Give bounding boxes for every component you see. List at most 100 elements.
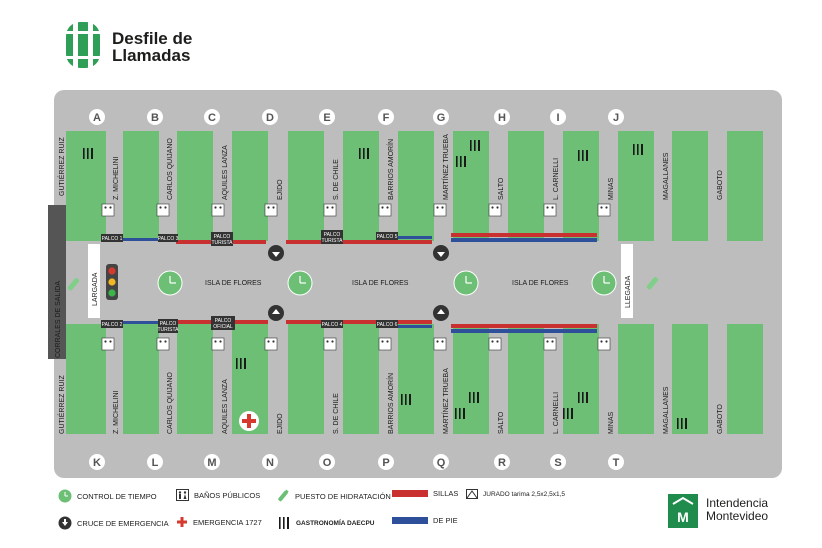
cutlery-icon xyxy=(363,148,365,159)
letter-circle xyxy=(147,109,163,125)
letter-circle xyxy=(550,454,566,470)
restroom-glyph xyxy=(214,206,217,209)
arrow-shape xyxy=(437,309,445,314)
street-name-bottom: AQUILES LANZA xyxy=(222,379,229,434)
palco-label: OFICIAL xyxy=(213,324,233,330)
cutlery-icon xyxy=(359,148,361,159)
street-name-top: BARRIOS AMORÍN xyxy=(386,139,395,200)
street-name-top: AQUILES LANZA xyxy=(222,145,229,200)
street-name-top: SALTO xyxy=(498,177,505,200)
cutlery-icon xyxy=(578,150,580,161)
legend-gastronomia-label: GASTRONOMÍA DAECPU xyxy=(296,519,375,527)
restroom-icon xyxy=(101,337,115,351)
restroom-icon xyxy=(597,337,611,351)
letter-circle xyxy=(494,454,510,470)
city-block xyxy=(453,324,489,434)
restroom-glyph xyxy=(496,206,499,209)
legend-emergencia: EMERGENCIA 1727 xyxy=(176,516,262,528)
zone-letter: F xyxy=(383,112,390,124)
depie-bar xyxy=(451,238,597,242)
palco-label: PALCO xyxy=(215,318,232,324)
restroom-glyph xyxy=(159,206,162,209)
cutlery-icon xyxy=(681,418,683,429)
cutlery-icon xyxy=(567,408,569,419)
legend-jurado: JURADO tarima 2,5x2,5x1,5 xyxy=(466,489,565,499)
letter-circle xyxy=(378,454,394,470)
letter-circle xyxy=(204,454,220,470)
restroom-glyph xyxy=(331,206,334,209)
sillas-bar xyxy=(451,233,597,237)
city-block xyxy=(672,324,708,434)
palco-label: TURISTA xyxy=(157,327,179,333)
zone-letter: S xyxy=(554,457,561,469)
llegada-box xyxy=(621,244,633,318)
letter-circle xyxy=(319,454,335,470)
clock-icon xyxy=(58,489,72,503)
zone-letter: G xyxy=(437,112,446,124)
letter-circle xyxy=(433,454,449,470)
restroom-glyph xyxy=(109,206,112,209)
restroom-icon xyxy=(211,337,225,351)
letter-circle xyxy=(494,109,510,125)
cutlery-icon xyxy=(469,392,471,403)
palco-label: TURISTA xyxy=(211,240,233,246)
cutlery-icon xyxy=(586,150,588,161)
cutlery-icon xyxy=(367,148,369,159)
zone-letter: I xyxy=(556,112,559,124)
zone-letter: O xyxy=(323,457,332,469)
street-name-bottom: Z. MICHELINI xyxy=(113,390,120,434)
city-block xyxy=(398,324,434,434)
corrales-label: CORRALES DE SALIDA xyxy=(55,281,62,358)
restroom-glyph xyxy=(381,206,384,209)
restroom-icon xyxy=(156,337,170,351)
city-block xyxy=(66,324,106,434)
restroom-glyph xyxy=(267,340,270,343)
palco-box xyxy=(211,232,233,246)
restroom-icon xyxy=(264,337,278,351)
restroom-glyph xyxy=(326,340,329,343)
city-block xyxy=(618,324,654,434)
cutlery-icon xyxy=(474,140,476,151)
city-block xyxy=(123,131,159,241)
restroom-icon xyxy=(543,203,557,217)
restroom-glyph xyxy=(267,206,270,209)
restroom-glyph xyxy=(600,340,603,343)
city-block xyxy=(177,324,213,434)
island-label: ISLA DE FLORES xyxy=(512,280,569,287)
street-name-bottom: GABOTO xyxy=(717,404,724,434)
street-name-bottom: CARLOS QUIJANO xyxy=(167,372,174,434)
drum-logo xyxy=(66,22,100,68)
cutlery-icon xyxy=(582,392,584,403)
palco-label: PALCO 1 xyxy=(102,236,123,242)
cutlery-icon xyxy=(571,408,573,419)
title-line-1: Desfile de xyxy=(112,29,193,48)
restroom-glyph xyxy=(546,340,549,343)
cutlery-icon xyxy=(236,358,238,369)
letter-circle xyxy=(378,109,394,125)
cutlery-icon xyxy=(582,150,584,161)
restroom-icon xyxy=(378,337,392,351)
cutlery-icon xyxy=(473,392,475,403)
street-name-bottom: GUTIÉRREZ RUIZ xyxy=(57,375,66,434)
depie-bar xyxy=(396,325,432,328)
cutlery-icon xyxy=(641,144,643,155)
depie-bar xyxy=(396,236,432,239)
restroom-glyph xyxy=(546,206,549,209)
cutlery-icon xyxy=(459,408,461,419)
cutlery-icon xyxy=(91,148,93,159)
restroom-icon xyxy=(543,337,557,351)
bottle-icon xyxy=(67,278,79,291)
logo-line-1: Intendencia xyxy=(706,496,769,510)
palco-box xyxy=(376,232,398,240)
restroom-glyph xyxy=(605,206,608,209)
restroom-glyph xyxy=(331,340,334,343)
restroom-glyph xyxy=(551,206,554,209)
largada-box xyxy=(88,244,100,318)
legend-control-label: CONTROL DE TIEMPO xyxy=(77,491,157,501)
street-name-bottom: SALTO xyxy=(498,411,505,434)
city-block xyxy=(618,131,654,241)
zone-letter: K xyxy=(93,457,101,469)
palco-box xyxy=(158,319,178,333)
city-block xyxy=(727,324,763,434)
